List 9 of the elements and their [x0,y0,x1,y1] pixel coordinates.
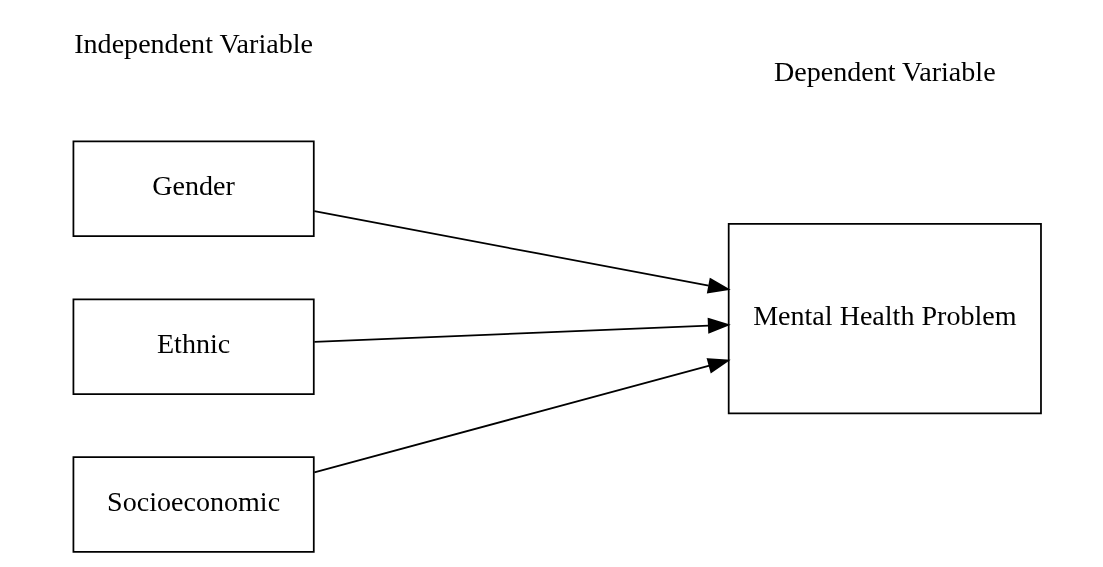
arrow [313,210,731,294]
label: Dependent Variable [774,56,996,88]
node-box: Gender [72,140,315,237]
arrow [313,317,731,343]
node-box: Mental Health Problem [727,222,1042,415]
node-box: Ethnic [72,298,315,395]
label: Independent Variable [74,28,313,60]
node-box: Socioeconomic [72,456,315,553]
arrow [313,358,731,474]
